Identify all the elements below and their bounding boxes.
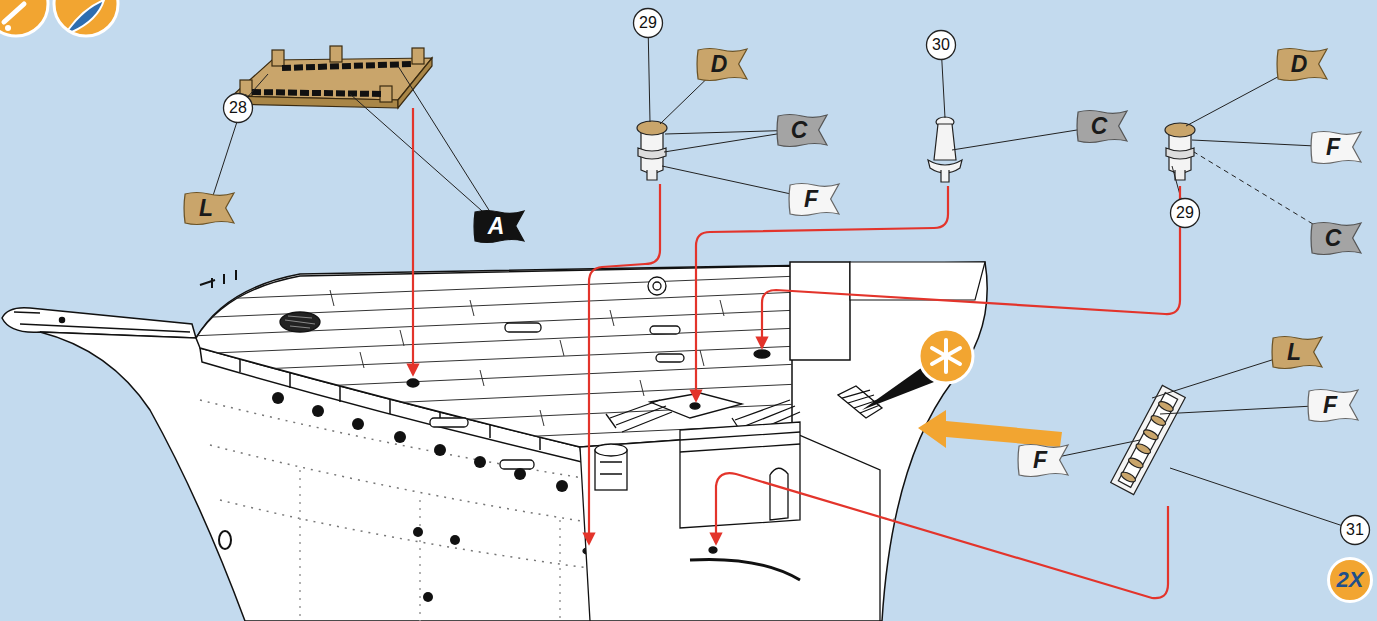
callout-number: 29	[1169, 197, 1201, 229]
tool-icons	[0, 0, 118, 36]
callout-number: 30	[925, 29, 957, 61]
material-flag: C	[1310, 221, 1362, 255]
part-31-ladder	[1111, 385, 1186, 494]
material-flag: C	[1076, 109, 1128, 143]
material-flag: F	[1310, 130, 1362, 164]
flag-letter: C	[776, 113, 828, 147]
callout-number: 28	[222, 92, 254, 124]
direction-arrow	[918, 410, 1062, 448]
material-flag: L	[183, 191, 235, 225]
flag-letter: L	[183, 191, 235, 225]
callout-number: 28	[222, 92, 254, 124]
material-flag: D	[696, 47, 748, 81]
flag-letter: F	[1017, 443, 1069, 477]
detail-marker	[862, 329, 973, 410]
deck-planking	[190, 262, 985, 452]
material-flag: C	[776, 113, 828, 147]
callout-number: 29	[1169, 197, 1201, 229]
flag-letter: A	[473, 209, 525, 243]
portholes	[219, 392, 568, 602]
flag-letter: F	[1310, 130, 1362, 164]
deck-fittings	[280, 277, 800, 554]
quantity-text: 2X	[1327, 557, 1373, 603]
part-29-bollard	[1165, 123, 1195, 180]
material-flag: F	[1017, 443, 1069, 477]
flag-letter: D	[696, 47, 748, 81]
callout-number: 31	[1339, 514, 1371, 546]
part-29-bollard	[637, 121, 667, 180]
flag-letter: D	[1276, 47, 1328, 81]
flag-letter: F	[1307, 388, 1359, 422]
quantity-badge: 2X	[1327, 557, 1373, 603]
callout-number: 30	[925, 29, 957, 61]
material-flag: F	[788, 182, 840, 216]
flag-letter: F	[788, 182, 840, 216]
leader-lines	[209, 23, 1355, 530]
flag-letter: C	[1076, 109, 1128, 143]
flag-letter: C	[1310, 221, 1362, 255]
callout-number: 31	[1339, 514, 1371, 546]
material-flag: L	[1271, 335, 1323, 369]
callout-number: 29	[632, 7, 664, 39]
ship-hull	[2, 262, 987, 621]
material-flag: F	[1307, 388, 1359, 422]
flag-letter: L	[1271, 335, 1323, 369]
placement-arrows	[413, 108, 1180, 598]
material-flag: A	[473, 209, 525, 243]
callout-number: 29	[632, 7, 664, 39]
part-28-frame	[232, 46, 432, 108]
material-flag: D	[1276, 47, 1328, 81]
